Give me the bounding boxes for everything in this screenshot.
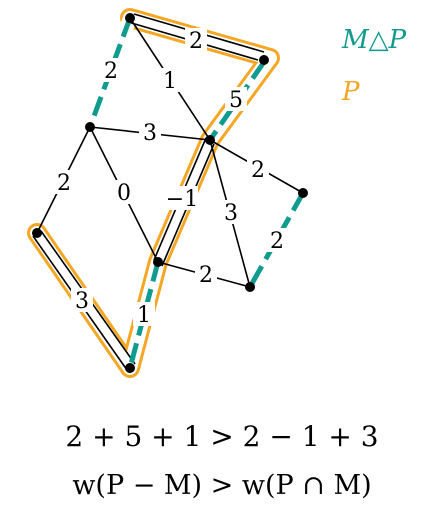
node-top-right — [259, 55, 269, 65]
weight-middle: 3 — [143, 121, 157, 146]
legend: M△P P — [341, 25, 407, 107]
graph-diagram: 2 2 1 5 3 2 0 −1 2 3 2 2 3 1 M△P P — [27, 8, 407, 378]
weight-right-vertical: 3 — [224, 201, 238, 226]
m-edge-right-lower — [247, 191, 306, 289]
weight-top-left: 2 — [104, 59, 118, 84]
equation-weights: w(P − M) > w(P ∩ M) — [72, 470, 372, 501]
weight-center-zero: 0 — [117, 181, 131, 206]
node-far-left — [32, 228, 42, 238]
graph-nodes — [32, 13, 308, 373]
m-edge-bottom-right — [127, 261, 161, 369]
weight-top-right: 2 — [189, 29, 203, 54]
weight-top-diag: 1 — [163, 69, 177, 94]
legend-sym-diff: M△P — [341, 25, 407, 55]
equation-sum: 2 + 5 + 1 > 2 − 1 + 3 — [65, 420, 379, 453]
weight-left-upper: 2 — [57, 171, 71, 196]
legend-path: P — [341, 77, 360, 107]
weight-bottom-mid: 2 — [199, 263, 213, 288]
node-left — [85, 122, 95, 132]
node-bottom-right — [245, 282, 255, 292]
weight-bottom-right: 1 — [137, 303, 151, 328]
node-center — [205, 135, 215, 145]
weight-right-lower: 2 — [270, 229, 284, 254]
node-right — [298, 188, 308, 198]
weight-bottom-left: 3 — [75, 289, 89, 314]
weight-right-mid: 2 — [251, 158, 265, 183]
weight-right-upper: 5 — [229, 88, 243, 113]
weight-center-neg: −1 — [166, 187, 198, 212]
weight-labels: 2 2 1 5 3 2 0 −1 2 3 2 2 3 1 — [53, 28, 288, 328]
node-mid — [153, 257, 163, 267]
node-bottom — [125, 363, 135, 373]
node-top — [125, 13, 135, 23]
